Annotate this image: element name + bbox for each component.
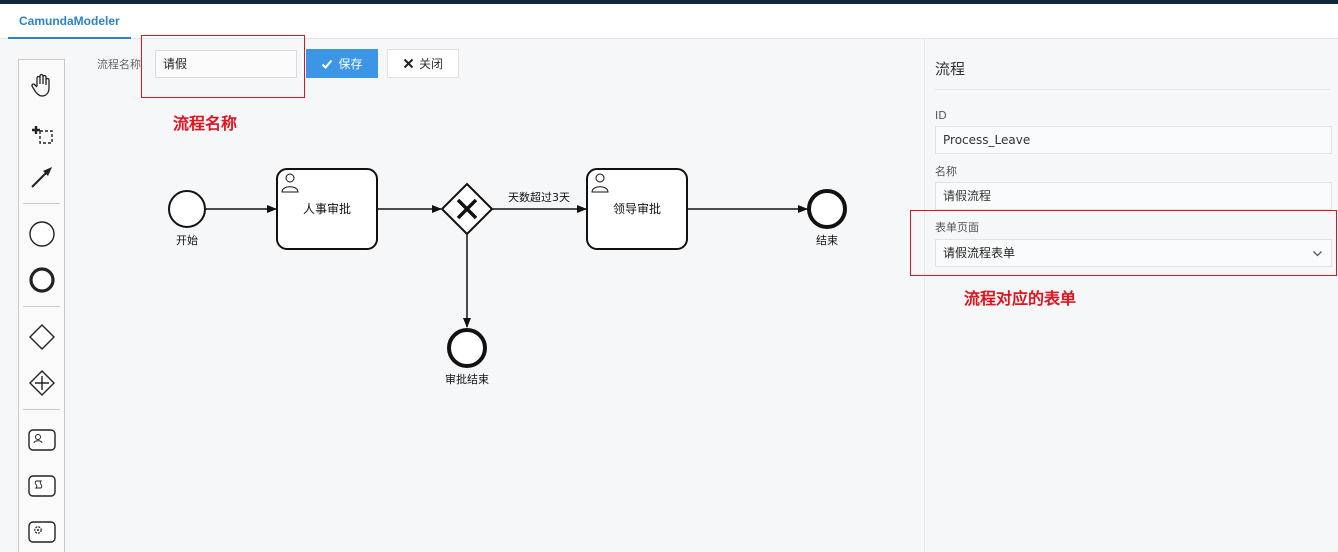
id-label: ID xyxy=(935,109,947,122)
user-task-icon xyxy=(591,173,609,193)
bpmn-diagram: 开始 人事审批 天数超过3天 领导审批 结束 审批结束 xyxy=(168,168,847,386)
close-button[interactable]: 关闭 xyxy=(387,49,459,78)
task1-label: 人事审批 xyxy=(303,201,351,216)
task2-label: 领导审批 xyxy=(613,201,661,216)
end-event-icon[interactable] xyxy=(25,263,58,296)
approval-end-label: 审批结束 xyxy=(445,372,489,386)
name-label: 名称 xyxy=(935,165,957,178)
tool-palette xyxy=(18,59,65,552)
connect-tool-icon[interactable] xyxy=(25,160,58,193)
save-button[interactable]: 保存 xyxy=(306,49,378,78)
properties-title: 流程 xyxy=(935,60,966,78)
flow-condition-label: 天数超过3天 xyxy=(508,190,570,204)
gateway-x-icon xyxy=(456,198,478,220)
close-icon xyxy=(403,58,414,69)
process-name-input[interactable]: 请假 xyxy=(155,50,297,78)
close-button-label: 关闭 xyxy=(418,57,443,71)
palette-separator xyxy=(23,203,60,204)
top-bar xyxy=(0,0,1338,4)
end-event xyxy=(807,189,847,229)
chevron-down-icon xyxy=(1313,251,1322,257)
form-page-select[interactable]: 请假流程表单 xyxy=(935,239,1332,267)
form-page-selected-value: 请假流程表单 xyxy=(943,246,1016,260)
start-event-icon[interactable] xyxy=(25,217,58,250)
process-name-label: 流程名称 xyxy=(97,58,141,71)
user-task-hr-approval xyxy=(276,168,378,250)
lasso-tool-icon[interactable] xyxy=(25,115,58,148)
gateway-icon[interactable] xyxy=(25,320,58,353)
tab-camunda-modeler[interactable]: CamundaModeler xyxy=(8,4,131,39)
form-page-label: 表单页面 xyxy=(935,221,979,234)
user-task-leader-approval xyxy=(586,168,688,250)
hand-tool-icon[interactable] xyxy=(25,68,58,101)
name-annotation: 流程名称 xyxy=(173,114,238,133)
form-highlight-box xyxy=(910,210,1337,276)
id-input[interactable]: Process_Leave xyxy=(935,126,1332,154)
user-task-icon xyxy=(281,173,299,193)
approval-end-event xyxy=(447,328,487,368)
name-input[interactable]: 请假流程 xyxy=(935,182,1332,210)
user-task-icon[interactable] xyxy=(25,423,58,456)
end-event-label: 结束 xyxy=(816,234,838,247)
palette-separator xyxy=(23,409,60,410)
check-icon xyxy=(322,59,333,69)
palette-separator xyxy=(23,306,60,307)
save-button-label: 保存 xyxy=(338,57,363,71)
script-task-icon[interactable] xyxy=(25,469,58,502)
tab-bar: CamundaModeler xyxy=(0,4,1338,39)
start-event-label: 开始 xyxy=(176,233,198,247)
form-annotation: 流程对应的表单 xyxy=(964,289,1077,308)
properties-panel: 流程 ID Process_Leave 名称 请假流程 表单页面 请假流程表单 xyxy=(924,39,1338,552)
name-highlight-box xyxy=(141,35,305,98)
parallel-gateway-icon[interactable] xyxy=(25,366,58,399)
properties-divider xyxy=(935,89,1331,90)
start-event xyxy=(168,190,206,228)
service-task-icon[interactable] xyxy=(25,515,58,548)
